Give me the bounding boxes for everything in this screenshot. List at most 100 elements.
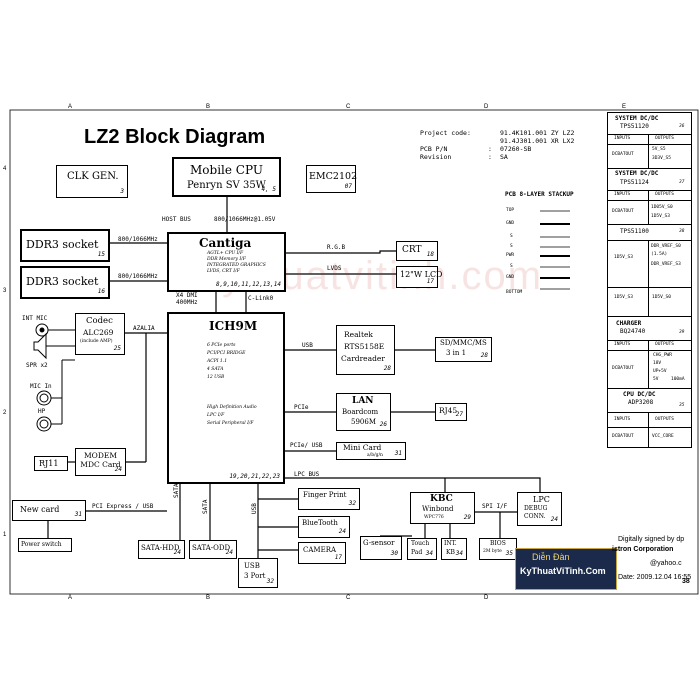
lpc-debug-title: LPC (533, 495, 550, 504)
cpudc-hline1 (608, 412, 691, 413)
digital-signature: Digitally signed by dp (618, 536, 685, 543)
clk-gen-page: 3 (120, 188, 124, 195)
project-code-label: Project code: (420, 129, 471, 137)
ich9m-block: ICH9M 6 PCIe ports PCI/PCI BRIDGE ACPI 1… (167, 312, 285, 484)
revision-value: SA (500, 153, 508, 161)
minicard-page: 31 (394, 450, 402, 457)
lpc-debug-sub: DEBUG (524, 505, 548, 512)
lpc-debug-block: LPC DEBUG CONN. 24 (517, 492, 562, 526)
tps-out2: DDR_VREF_S3 (651, 262, 681, 267)
emc2102-block: EMC2102 07 (306, 165, 358, 193)
tps-page: 38 (679, 229, 685, 234)
pcb-pn-value: 07260-SB (500, 145, 532, 153)
col-label-c-bottom: C (346, 595, 351, 601)
forum-banner: Diễn Đàn KyThuatViTinh.Com (515, 548, 617, 590)
sys1-outputs-header: OUTPUTS (655, 136, 674, 141)
sdmmc-block: SD/MMC/MS 3 in 1 28 (435, 337, 492, 362)
touchpad-page: 34 (425, 550, 433, 557)
sys2-hline2 (608, 200, 691, 201)
rj45-block: RJ45 27 (435, 403, 467, 421)
col-label-e: E (622, 104, 627, 110)
cpudc-page: 35 (679, 403, 685, 408)
int-kb-title: INT. (444, 540, 457, 547)
kbc-block: KBC Winbond WPC776 29 (410, 492, 475, 524)
col-label-b: B (206, 104, 211, 110)
tps-out3: 1D5V_S0 (652, 295, 671, 300)
emc2102-title: EMC2102 (309, 171, 358, 182)
sdmmc-sub: 3 in 1 (446, 349, 467, 357)
signature-date: Date: 2009.12.04 16:55 (618, 574, 692, 581)
newcard-title: New card (20, 505, 60, 514)
charger-divider (648, 340, 649, 388)
bluetooth-page: 24 (338, 528, 346, 535)
sys1-grid (608, 134, 691, 168)
ddr3-socket-1-title: DDR3 socket (26, 238, 99, 251)
clink-label: C-Link0 (248, 295, 274, 302)
hp-label: HP (38, 408, 46, 415)
project-code-2: 91.4J301.001 XR LX2 (500, 137, 575, 145)
int-kb-page: 34 (455, 550, 463, 557)
cpudc-divider (648, 412, 649, 448)
tps-in2: 1D5V_S3 (614, 295, 633, 300)
cpu-block: Mobile CPU Penryn SV 35W 4, 5 (172, 157, 281, 197)
cpudc-input: DCBATOUT (612, 434, 634, 439)
tps-part: TPS51100 (620, 228, 649, 235)
usb-3port-title: USB (244, 562, 260, 570)
ddr3-socket-1: DDR3 socket 15 (20, 229, 110, 262)
ddr3-socket-2-title: DDR3 socket (26, 275, 99, 288)
pcie-label: PCIe (294, 404, 309, 411)
sys2-page: 37 (679, 180, 685, 185)
col-label-a: A (68, 104, 73, 110)
sata-hdd-page: 24 (173, 549, 181, 556)
crt-block: CRT 18 (396, 241, 438, 261)
rgb-label: R.G.B (327, 244, 346, 251)
realtek-sub2: Cardreader (341, 354, 385, 363)
pcie-usb-label: PCIe/ USB (290, 442, 323, 449)
spr-label: SPR x2 (26, 362, 48, 369)
power-switch-title: Power switch (21, 541, 62, 548)
finger-print-title: Finger Print (303, 491, 347, 499)
ich-feature-3: ACPI 1.1 (207, 359, 228, 364)
sys2-part: TPS51124 (620, 179, 649, 186)
charger-out1: CHG_PWR (653, 353, 672, 358)
sheet-number: 38 (682, 578, 690, 585)
cantiga-feature-1: AGTL+ CPU I/F (207, 251, 244, 256)
lan-sub2: 5906M (351, 418, 376, 426)
spi-label: SPI I/F (482, 503, 508, 510)
kbc-sub: Winbond (422, 505, 454, 513)
sys1-divider (648, 134, 649, 168)
bios-sub: 2M byte (483, 549, 502, 554)
power-switch-block: Power switch (18, 538, 72, 552)
sata2-label: SATA (202, 499, 209, 514)
touchpad-sub: Pad (411, 549, 423, 556)
realtek-title: Realtek (344, 330, 373, 339)
banner-line-1: Diễn Đàn (532, 552, 570, 562)
charger-topline (608, 316, 691, 317)
modem-page: 24 (114, 466, 122, 473)
tps-out1b: (1.5A) (651, 252, 668, 257)
sys1-part: TPS51120 (620, 123, 649, 130)
page-title: LZ2 Block Diagram (84, 126, 266, 148)
charger-outputs-header: OUTPUTS (655, 342, 674, 347)
dmi-label: X4 DMI (176, 292, 198, 299)
sys1-hline (608, 144, 691, 145)
host-bus-label: HOST BUS (162, 216, 191, 223)
realtek-block: Realtek RTS5158E Cardreader 28 (336, 325, 395, 375)
usb-vertical-label: USB (251, 503, 258, 514)
lan-page: 26 (379, 421, 387, 428)
rj11-title: RJ11 (39, 459, 59, 468)
ddr3-socket-2-page: 16 (97, 288, 105, 295)
sys2-hline1 (608, 190, 691, 191)
cantiga-block: Cantiga AGTL+ CPU I/F DDR Memory I/F INT… (167, 232, 286, 292)
int-kb-block: INT. KB 34 (441, 538, 467, 560)
finger-print-page: 32 (348, 500, 356, 507)
project-code-1: 91.4K101.001 ZY LZ2 (500, 129, 575, 137)
charger-title: CHARGER (616, 320, 642, 327)
bluetooth-title: BlueTooth (302, 519, 338, 527)
bios-page: 35 (505, 550, 513, 557)
pci-express-label: PCI Express / USB (92, 503, 154, 510)
ich-feature-2: PCI/PCI BRIDGE (207, 351, 246, 356)
lcd-page: 17 (426, 278, 434, 285)
charger-part: BQ24740 (620, 328, 646, 335)
